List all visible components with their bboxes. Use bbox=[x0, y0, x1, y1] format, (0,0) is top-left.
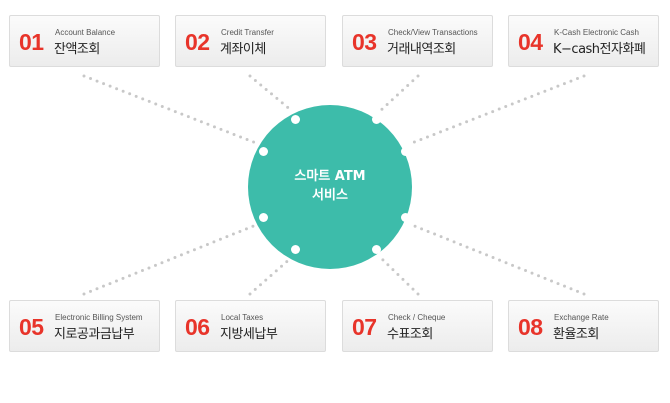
connector-01 bbox=[82, 74, 258, 145]
service-number: 08 bbox=[518, 314, 543, 340]
service-number: 05 bbox=[19, 314, 44, 340]
service-english-label: Exchange Rate bbox=[554, 313, 609, 322]
service-korean-label: 잔액조회 bbox=[54, 42, 100, 57]
service-card-kcash[interactable]: 04 K-Cash Electronic Cash K−cash전자화폐 bbox=[508, 15, 659, 67]
smart-atm-hub: 스마트 ATM 서비스 bbox=[248, 105, 412, 269]
service-english-label: Credit Transfer bbox=[221, 28, 274, 37]
hub-dot bbox=[372, 115, 381, 124]
service-korean-label: 수표조회 bbox=[387, 327, 433, 342]
service-english-label: Electronic Billing System bbox=[55, 313, 143, 322]
connector-06 bbox=[248, 255, 294, 296]
service-korean-label: 지로공과금납부 bbox=[54, 327, 135, 342]
service-english-label: Local Taxes bbox=[221, 313, 264, 322]
service-english-label: Account Balance bbox=[55, 28, 116, 37]
connector-08 bbox=[410, 223, 586, 296]
service-korean-label: 거래내역조회 bbox=[387, 42, 456, 57]
service-number: 02 bbox=[185, 29, 210, 55]
hub-dot bbox=[401, 213, 410, 222]
hub-dot bbox=[259, 147, 268, 156]
service-korean-label: K−cash전자화폐 bbox=[553, 42, 646, 57]
service-number: 04 bbox=[518, 29, 543, 55]
hub-dot bbox=[259, 213, 268, 222]
service-korean-label: 지방세납부 bbox=[220, 327, 278, 342]
service-number: 01 bbox=[19, 29, 44, 55]
hub-dot bbox=[372, 245, 381, 254]
service-card-local-taxes[interactable]: 06 Local Taxes 지방세납부 bbox=[175, 300, 326, 352]
service-card-account-balance[interactable]: 01 Account Balance 잔액조회 bbox=[9, 15, 160, 67]
service-card-exchange-rate[interactable]: 08 Exchange Rate 환율조회 bbox=[508, 300, 659, 352]
service-korean-label: 환율조회 bbox=[553, 327, 599, 342]
service-korean-label: 계좌이체 bbox=[220, 42, 266, 57]
connector-02 bbox=[248, 74, 294, 113]
service-card-electronic-billing[interactable]: 05 Electronic Billing System 지로공과금납부 bbox=[9, 300, 160, 352]
hub-dot bbox=[401, 147, 410, 156]
service-number: 07 bbox=[352, 314, 377, 340]
connector-03 bbox=[378, 74, 420, 113]
connector-04 bbox=[410, 74, 586, 145]
hub-title-line1: 스마트 ATM bbox=[294, 169, 366, 184]
service-card-credit-transfer[interactable]: 02 Credit Transfer 계좌이체 bbox=[175, 15, 326, 67]
connector-05 bbox=[82, 223, 258, 296]
hub-dot bbox=[291, 245, 300, 254]
hub-title-line2: 서비스 bbox=[312, 188, 348, 203]
service-english-label: Check / Cheque bbox=[388, 313, 446, 322]
service-english-label: K-Cash Electronic Cash bbox=[554, 28, 639, 37]
service-number: 03 bbox=[352, 29, 377, 55]
hub-dot bbox=[291, 115, 300, 124]
connector-07 bbox=[378, 255, 420, 296]
service-number: 06 bbox=[185, 314, 210, 340]
service-english-label: Check/View Transactions bbox=[388, 28, 478, 37]
service-card-transactions[interactable]: 03 Check/View Transactions 거래내역조회 bbox=[342, 15, 493, 67]
service-card-check-cheque[interactable]: 07 Check / Cheque 수표조회 bbox=[342, 300, 493, 352]
